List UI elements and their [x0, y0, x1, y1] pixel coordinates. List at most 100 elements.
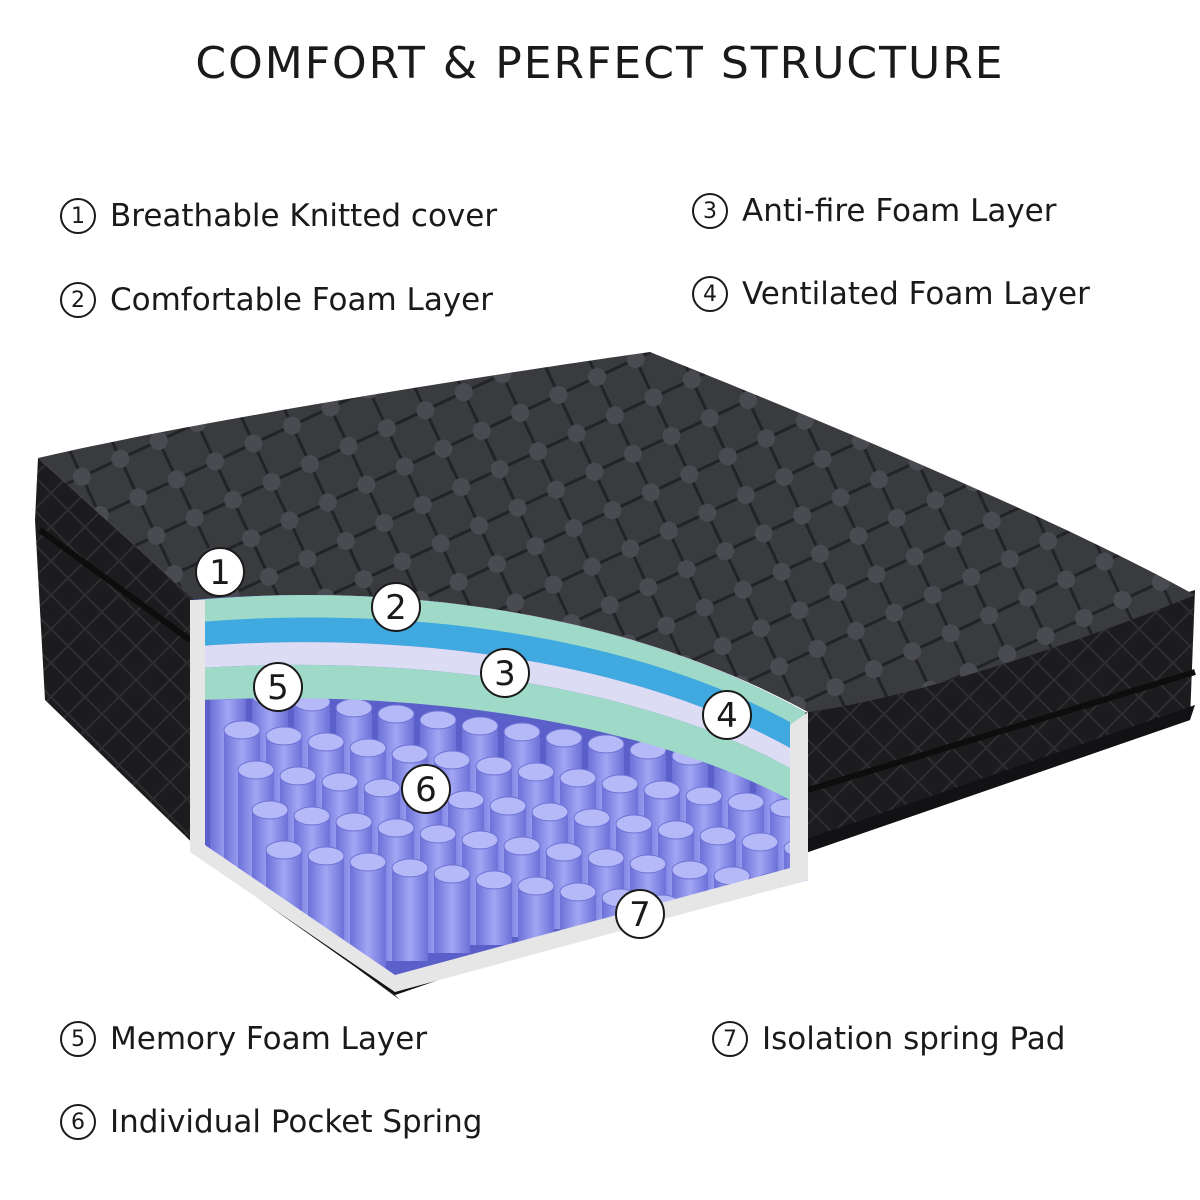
callout-number-4: 4: [716, 696, 738, 736]
legend-item-6: 6 Individual Pocket Spring: [60, 1104, 482, 1140]
legend-number-3: 3: [692, 193, 728, 229]
callout-circle-1: [195, 547, 245, 597]
spring-cap: [489, 796, 527, 816]
legend-label-6: Individual Pocket Spring: [110, 1104, 483, 1140]
spring-cap: [335, 812, 373, 832]
spring-cap: [559, 882, 597, 902]
spring-cap: [517, 876, 555, 896]
legend-number-6: 6: [60, 1104, 96, 1140]
spring-cap: [307, 732, 345, 752]
spring-cap: [643, 780, 681, 800]
spring-cap: [377, 704, 415, 724]
spring-cap: [349, 738, 387, 758]
legend-item-5: 5 Memory Foam Layer: [60, 1021, 427, 1057]
spring-cap: [727, 906, 765, 926]
spring-cap: [419, 824, 457, 844]
spring-cap: [587, 848, 625, 868]
callout-number-1: 1: [209, 553, 231, 593]
spring-coil: [308, 856, 344, 977]
spring-coil: [476, 880, 512, 945]
callout-number-6: 6: [415, 770, 437, 810]
spring-cap: [447, 790, 485, 810]
spring-cap: [503, 836, 541, 856]
spring-cap: [657, 820, 695, 840]
spring-cap: [601, 774, 639, 794]
legend-number-7: 7: [712, 1021, 748, 1057]
spring-cap: [363, 778, 401, 798]
spring-cap: [503, 722, 541, 742]
legend-item-4: 4 Ventilated Foam Layer: [692, 276, 1090, 312]
spring-cap: [531, 802, 569, 822]
spring-cap: [587, 734, 625, 754]
spring-cap: [699, 826, 737, 846]
callout-number-2: 2: [385, 588, 407, 628]
spring-cap: [685, 786, 723, 806]
spring-cap: [223, 720, 261, 740]
legend-label-1: Breathable Knitted cover: [110, 198, 498, 234]
spring-cap: [797, 878, 808, 898]
spring-cap: [475, 870, 513, 890]
legend-label-5: Memory Foam Layer: [110, 1021, 428, 1057]
callout-number-3: 3: [494, 654, 516, 694]
spring-coil: [392, 868, 428, 961]
callout-circle-3: [480, 648, 530, 698]
spring-cap: [265, 726, 303, 746]
legend-item-7: 7 Isolation spring Pad: [712, 1021, 1065, 1057]
callout-circle-2: [371, 582, 421, 632]
spring-cap: [573, 808, 611, 828]
legend-item-2: 2 Comfortable Foam Layer: [60, 282, 493, 318]
callout-circle-4: [702, 690, 752, 740]
page-title: COMFORT & PERFECT STRUCTURE: [195, 38, 1005, 89]
spring-cap: [559, 768, 597, 788]
spring-cap: [377, 818, 415, 838]
spring-cap: [321, 772, 359, 792]
spring-cap: [461, 830, 499, 850]
callout-number-7: 7: [629, 895, 651, 935]
callout-circle-5: [253, 662, 303, 712]
spring-cap: [545, 842, 583, 862]
spring-cap: [349, 852, 387, 872]
spring-cap: [265, 840, 303, 860]
spring-cap: [615, 814, 653, 834]
spring-cap: [433, 864, 471, 884]
spring-coil: [798, 888, 808, 948]
legend-number-4: 4: [692, 276, 728, 312]
spring-cap: [251, 800, 289, 820]
legend-item-1: 1 Breathable Knitted cover: [60, 198, 497, 234]
spring-cap: [629, 854, 667, 874]
legend-label-4: Ventilated Foam Layer: [742, 276, 1090, 312]
spring-cap: [517, 762, 555, 782]
callout-circle-7: [615, 889, 665, 939]
spring-cap: [307, 846, 345, 866]
spring-cap: [812, 919, 848, 937]
spring-cap: [727, 792, 765, 812]
legend-label-3: Anti-fire Foam Layer: [742, 193, 1057, 229]
spring-coil: [770, 922, 806, 982]
spring-cap: [419, 710, 457, 730]
spring-cap: [293, 806, 331, 826]
spring-cap: [545, 728, 583, 748]
mattress-illustration: 1 2 3 5 4 6 7: [35, 352, 1196, 1000]
legend-number-1: 1: [60, 198, 96, 234]
spring-cap: [461, 716, 499, 736]
legend-number-5: 5: [60, 1021, 96, 1057]
spring-cap: [769, 912, 807, 932]
spring-cap: [237, 760, 275, 780]
spring-cap: [279, 766, 317, 786]
spring-coil: [812, 928, 848, 988]
legend-label-7: Isolation spring Pad: [762, 1021, 1066, 1057]
spring-cap: [433, 750, 471, 770]
legend-item-3: 3 Anti-fire Foam Layer: [692, 193, 1057, 229]
spring-coil: [728, 916, 764, 976]
spring-cap: [391, 744, 429, 764]
spring-cap: [391, 858, 429, 878]
spring-cap: [671, 860, 709, 880]
spring-cap: [475, 756, 513, 776]
spring-coil: [686, 910, 722, 970]
spring-cap: [741, 832, 779, 852]
spring-coil: [434, 874, 470, 953]
legend-label-2: Comfortable Foam Layer: [110, 282, 493, 318]
spring-cap: [335, 698, 373, 718]
callout-number-5: 5: [267, 668, 289, 708]
callout-circle-6: [401, 764, 451, 814]
